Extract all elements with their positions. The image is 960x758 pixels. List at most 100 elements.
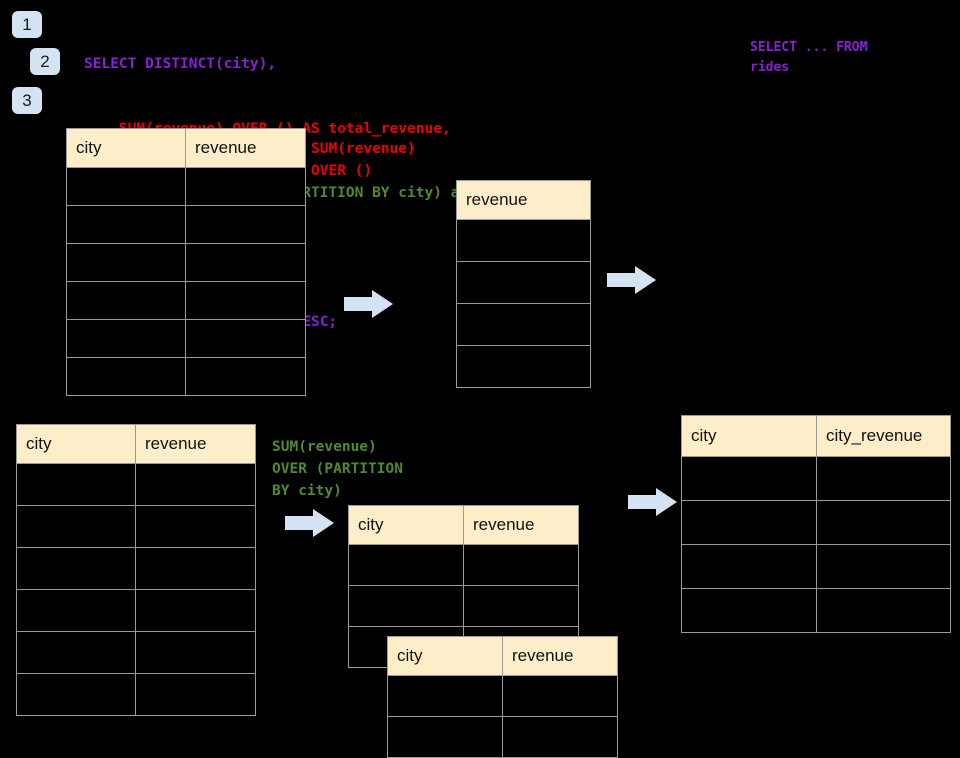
- step-badge-2-label: 2: [40, 52, 50, 71]
- table-row: [681, 588, 951, 633]
- cell-city: [66, 281, 186, 320]
- step-badge-3: 3: [12, 87, 42, 114]
- table-header-row: city revenue: [66, 128, 306, 168]
- cell-city: [16, 673, 136, 716]
- cell-revenue: [135, 547, 256, 590]
- cell-revenue: [456, 261, 591, 304]
- cell-city: [681, 500, 817, 545]
- column-header-city: city: [387, 636, 503, 676]
- column-header-revenue: revenue: [185, 128, 306, 168]
- table-row: [348, 544, 579, 586]
- cell-revenue: [135, 589, 256, 632]
- annotation-sum-over-empty: SUM(revenue) OVER (): [311, 141, 416, 179]
- table-row: [66, 319, 306, 358]
- table-row: [348, 585, 579, 627]
- table-row: [66, 205, 306, 244]
- table-header-row: revenue: [456, 180, 591, 220]
- table-total-revenue: revenue: [456, 180, 591, 388]
- cell-city: [16, 631, 136, 674]
- cell-revenue: [185, 281, 306, 320]
- table-row: [681, 500, 951, 545]
- cell-revenue: [463, 544, 579, 586]
- cell-revenue: [185, 243, 306, 282]
- cell-revenue: [185, 357, 306, 396]
- side-note-select-from-rides: SELECT ... FROM rides: [750, 40, 868, 75]
- cell-city: [66, 167, 186, 206]
- table-rides-source-top: city revenue: [66, 128, 306, 396]
- cell-city: [66, 205, 186, 244]
- cell-city: [387, 675, 503, 717]
- cell-revenue: [456, 303, 591, 346]
- cell-revenue: [185, 205, 306, 244]
- table-result-city-revenue: city city_revenue: [681, 415, 951, 633]
- sql-line-select: SELECT DISTINCT(city),: [84, 56, 277, 72]
- table-partition-stack-back: city revenue: [348, 505, 579, 668]
- column-header-city: city: [66, 128, 186, 168]
- table-header-row: city revenue: [16, 424, 256, 464]
- table-row: [16, 631, 256, 674]
- cell-city: [16, 589, 136, 632]
- cell-revenue: [502, 675, 618, 717]
- cell-revenue: [135, 463, 256, 506]
- cell-city: [16, 547, 136, 590]
- cell-city: [681, 588, 817, 633]
- column-header-revenue: revenue: [463, 505, 579, 545]
- cell-city: [387, 716, 503, 758]
- table-row: [66, 243, 306, 282]
- cell-city: [348, 585, 464, 627]
- arrow-top-right: [607, 265, 657, 295]
- table-row: [456, 219, 591, 262]
- table-row: [66, 167, 306, 206]
- table-row: [387, 716, 618, 758]
- cell-revenue: [456, 219, 591, 262]
- table-row: [16, 463, 256, 506]
- cell-city-revenue: [816, 544, 951, 589]
- column-header-city: city: [681, 415, 817, 457]
- table-row: [16, 547, 256, 590]
- cell-city: [16, 463, 136, 506]
- step-badge-2: 2: [30, 48, 60, 75]
- cell-city: [681, 456, 817, 501]
- table-row: [456, 345, 591, 388]
- cell-revenue: [135, 505, 256, 548]
- column-header-revenue: revenue: [502, 636, 618, 676]
- table-header-row: city city_revenue: [681, 415, 951, 457]
- step-badge-1-label: 1: [22, 15, 32, 34]
- table-row: [681, 456, 951, 501]
- cell-city: [66, 243, 186, 282]
- cell-city: [66, 357, 186, 396]
- table-row: [681, 544, 951, 589]
- cell-city: [66, 319, 186, 358]
- arrow-bottom-left: [285, 508, 335, 538]
- column-header-city-revenue: city_revenue: [816, 415, 951, 457]
- table-row: [16, 505, 256, 548]
- table-row: [456, 261, 591, 304]
- column-header-city: city: [16, 424, 136, 464]
- cell-city-revenue: [816, 456, 951, 501]
- table-row: [456, 303, 591, 346]
- arrow-top-left: [344, 289, 394, 319]
- table-row: [16, 589, 256, 632]
- cell-revenue: [502, 716, 618, 758]
- cell-city: [681, 544, 817, 589]
- cell-revenue: [135, 673, 256, 716]
- table-row: [66, 281, 306, 320]
- column-header-revenue: revenue: [456, 180, 591, 220]
- table-row: [16, 673, 256, 716]
- cell-revenue: [185, 319, 306, 358]
- annotation-sum-over-partition: SUM(revenue) OVER (PARTITION BY city): [272, 439, 403, 499]
- cell-revenue: [185, 167, 306, 206]
- column-header-city: city: [348, 505, 464, 545]
- cell-city: [16, 505, 136, 548]
- table-header-row: city revenue: [387, 636, 618, 676]
- cell-city: [348, 544, 464, 586]
- cell-city-revenue: [816, 500, 951, 545]
- step-badge-3-label: 3: [22, 91, 32, 110]
- cell-revenue: [463, 585, 579, 627]
- table-header-row: city revenue: [348, 505, 579, 545]
- cell-revenue: [135, 631, 256, 674]
- arrow-bottom-right: [628, 487, 678, 517]
- table-rides-source-bottom: city revenue: [16, 424, 256, 716]
- table-row: [66, 357, 306, 396]
- cell-city-revenue: [816, 588, 951, 633]
